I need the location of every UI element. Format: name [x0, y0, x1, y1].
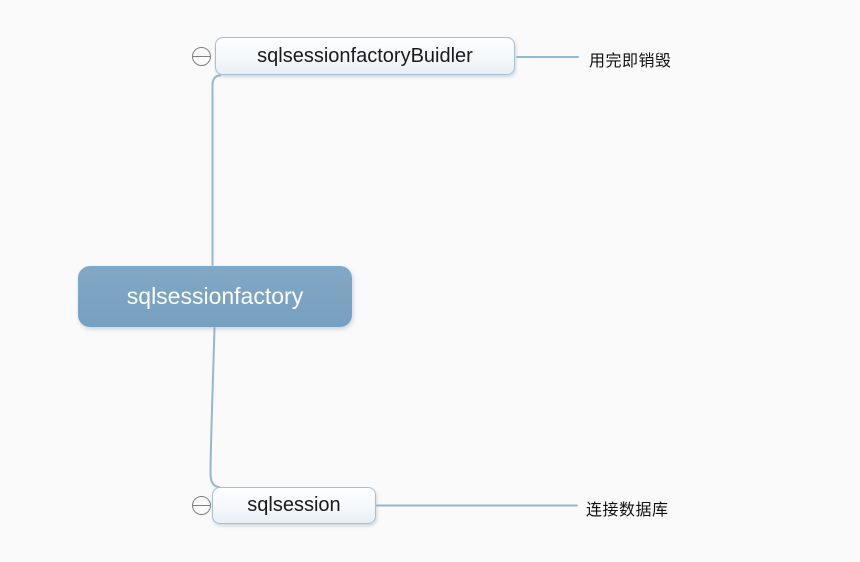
collapse-button-top-branch[interactable] [192, 47, 211, 66]
node-child-sqlsessionfactorybuidler[interactable]: sqlsessionfactoryBuidler [215, 37, 515, 75]
child-node-label: sqlsessionfactoryBuidler [257, 44, 473, 67]
annotation-top-branch[interactable]: 用完即销毁 [589, 53, 672, 70]
connector-root-to-bottom-child [209, 327, 220, 488]
node-child-sqlsession[interactable]: sqlsession [212, 487, 376, 524]
node-root-sqlsessionfactory[interactable]: sqlsessionfactory [78, 266, 352, 327]
minus-icon [193, 55, 210, 58]
annotation-bottom-branch[interactable]: 连接数据库 [586, 502, 669, 519]
collapse-button-bottom-branch[interactable] [192, 496, 211, 515]
minus-icon [193, 504, 210, 507]
connector-root-to-top-child [211, 74, 221, 266]
child-node-label: sqlsession [247, 494, 341, 516]
root-node-label: sqlsessionfactory [126, 283, 304, 309]
